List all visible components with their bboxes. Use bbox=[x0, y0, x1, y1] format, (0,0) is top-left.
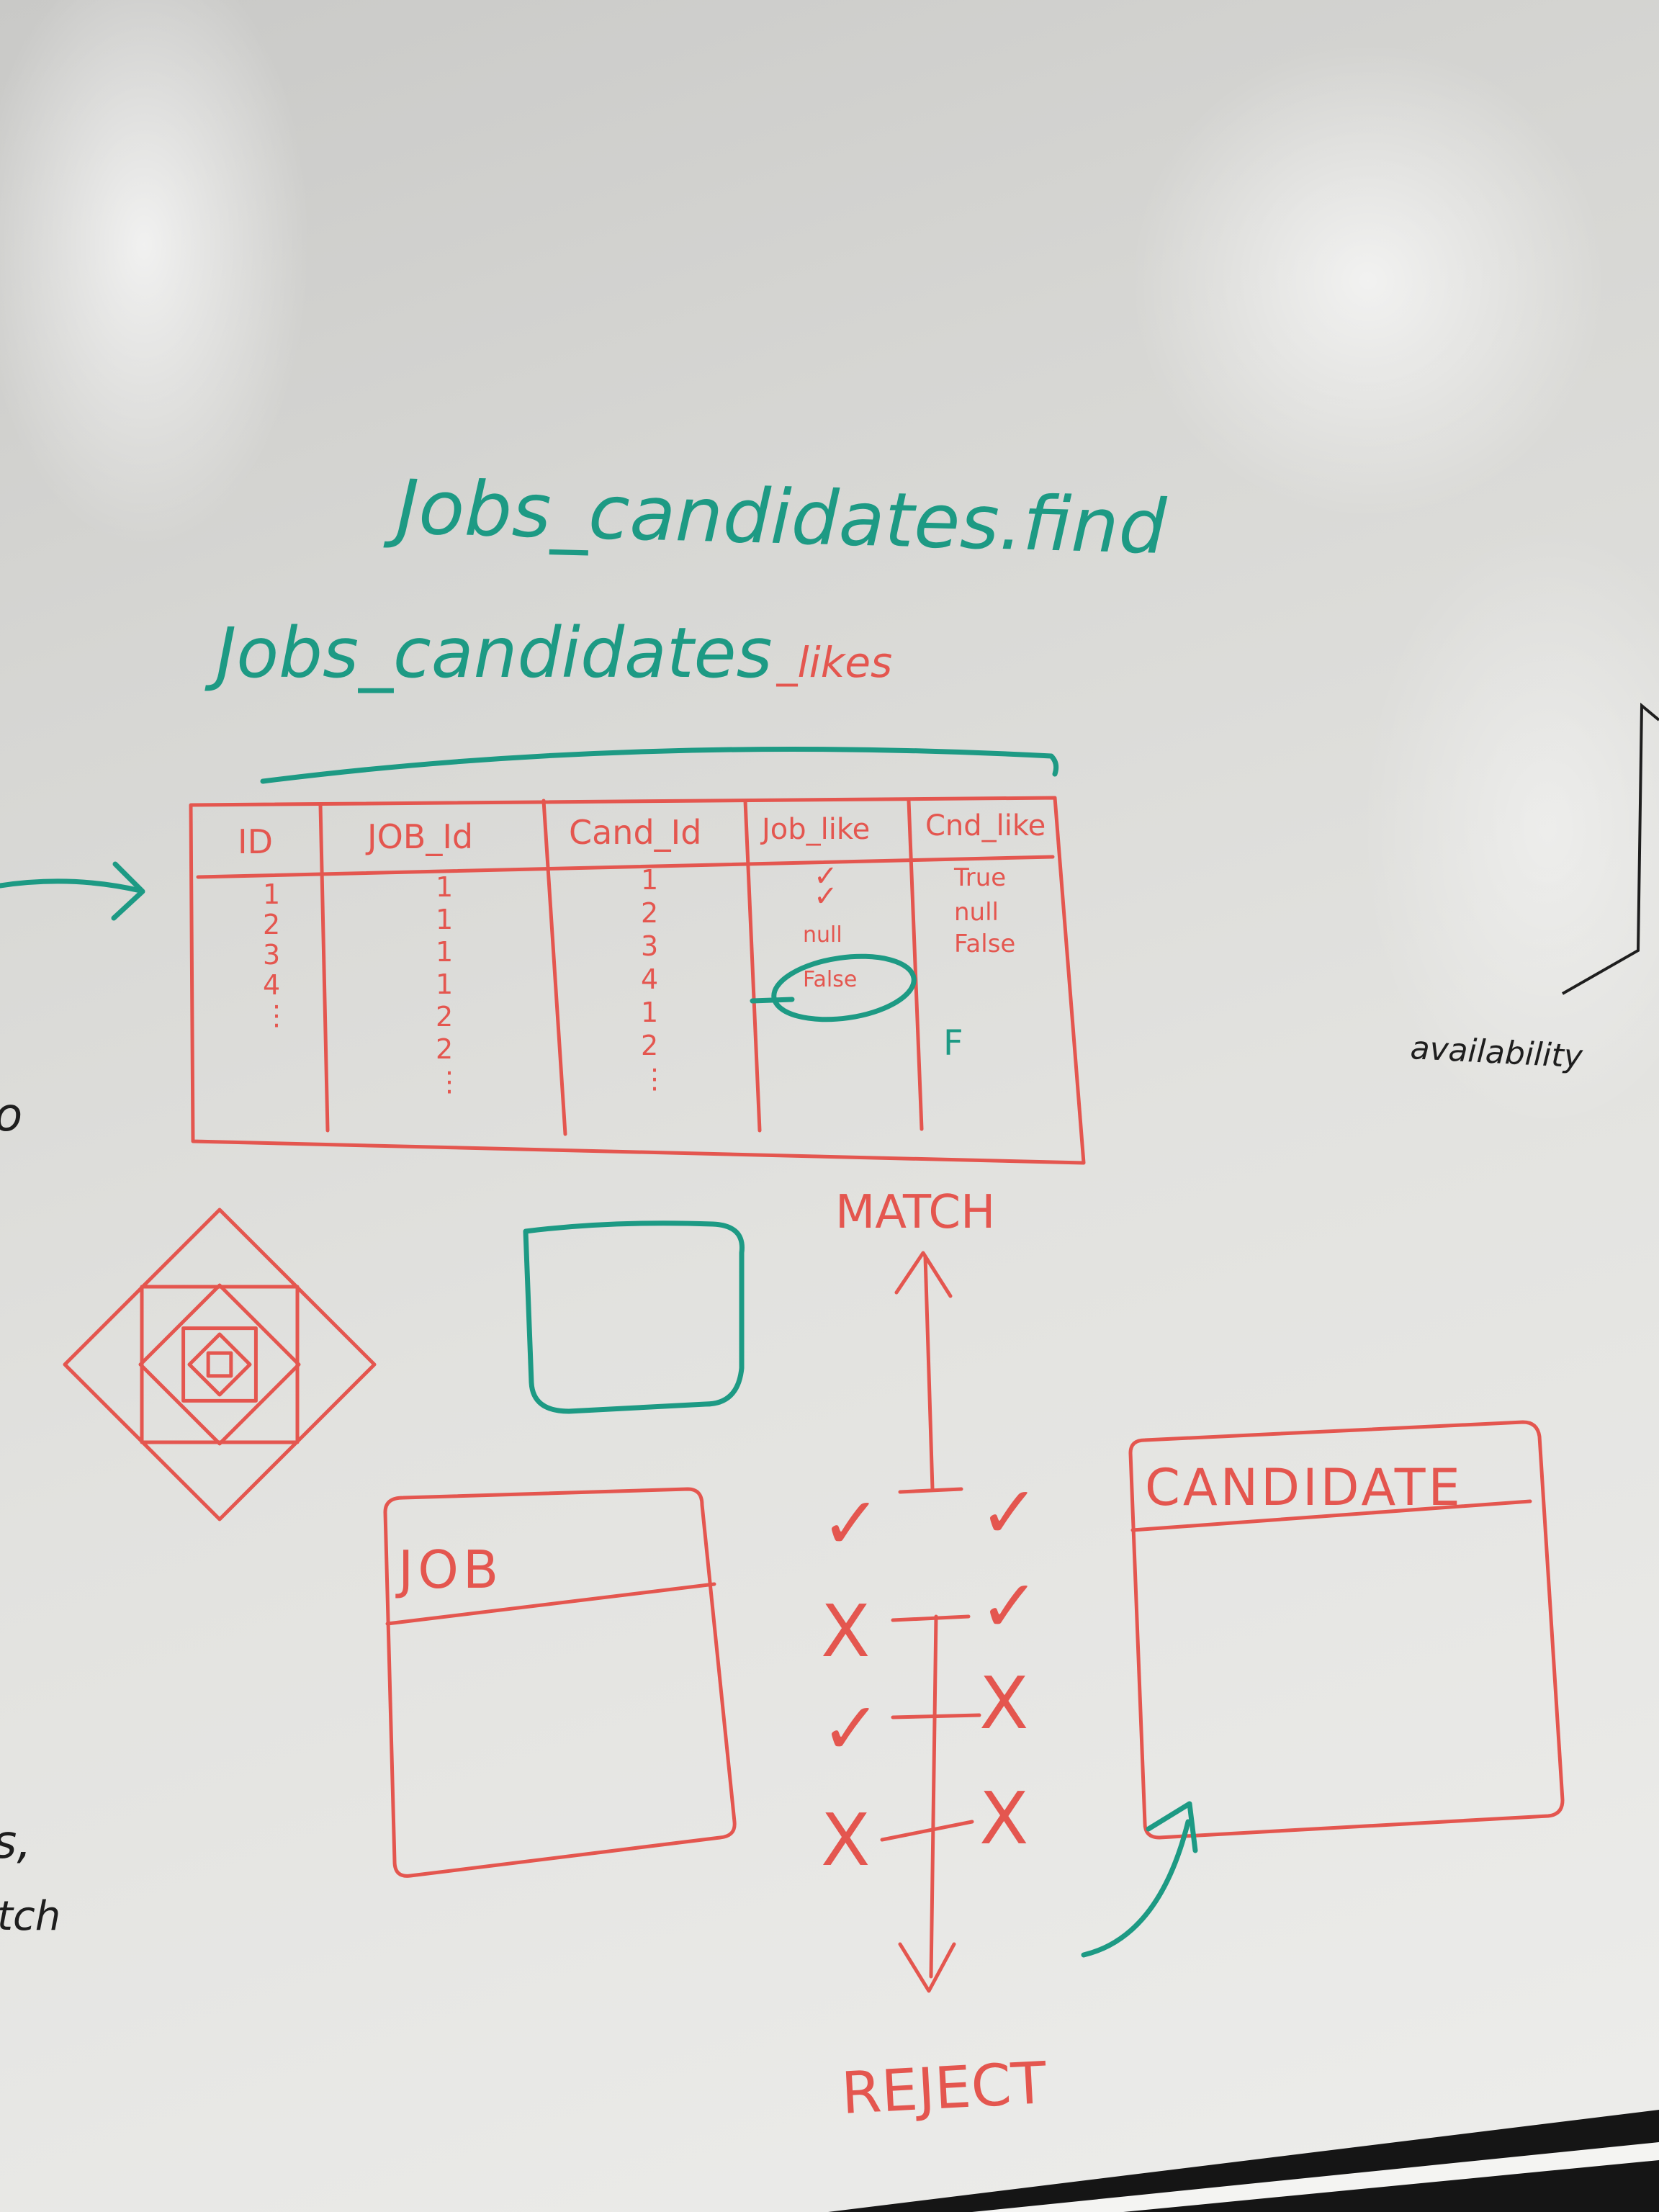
match-arrow-head bbox=[894, 1251, 953, 1298]
swipe-right-mark: ✓ bbox=[979, 1470, 1040, 1555]
cell-job-like: False bbox=[803, 967, 857, 992]
cell-id: 1 bbox=[263, 878, 280, 910]
glare-left bbox=[0, 0, 310, 547]
teal-arrow-to-candidate bbox=[1081, 1819, 1191, 1958]
heading-likes-suffix: _likes bbox=[776, 638, 893, 687]
cell-job-id: 1 bbox=[436, 871, 453, 903]
table-header: Cnd_like bbox=[925, 809, 1046, 842]
cell-cand-id: 3 bbox=[641, 930, 658, 962]
swipe-right-mark: X bbox=[979, 1776, 1029, 1861]
cell-job-id: 2 bbox=[436, 1033, 453, 1065]
glare-right-lower bbox=[1361, 526, 1659, 1130]
diamond-ring bbox=[181, 1326, 258, 1403]
availability-label: availability bbox=[1409, 1030, 1584, 1076]
arrow-into-table bbox=[0, 878, 143, 894]
pair-bar bbox=[891, 1713, 981, 1719]
cell-cand-id: 2 bbox=[641, 1030, 658, 1061]
heading-likes-main: Jobs_candidates bbox=[204, 613, 773, 693]
candidate-card: CANDIDATE bbox=[1128, 1420, 1565, 1840]
cell-cand-id: 1 bbox=[641, 997, 658, 1028]
table-divider bbox=[541, 799, 567, 1136]
cell-cnd-like: F bbox=[943, 1023, 963, 1064]
margin-fragment: s, bbox=[0, 1816, 32, 1869]
candidate-card-title: CANDIDATE bbox=[1145, 1458, 1463, 1517]
partial-axes bbox=[1562, 702, 1659, 995]
reject-arrow-head bbox=[898, 1942, 956, 1993]
table-divider bbox=[318, 803, 330, 1133]
likes-table: ID JOB_Id Cand_Id Job_like Cnd_like 1234… bbox=[189, 796, 1086, 1165]
board-frame-edge bbox=[972, 2142, 1659, 2212]
table-brace bbox=[260, 747, 1059, 784]
cell-job-id: 2 bbox=[436, 1001, 453, 1033]
cell-job-like: ✓ bbox=[814, 860, 838, 893]
swipe-flow: MATCH REJECT ✓X✓X✓✓XX bbox=[821, 1186, 1049, 2127]
diamond-ring bbox=[138, 1283, 301, 1446]
cell-job-id: 1 bbox=[436, 904, 453, 935]
match-bar bbox=[898, 1487, 963, 1494]
cell-cand-id: 2 bbox=[641, 897, 658, 929]
partial-axis-chart: availability bbox=[1409, 702, 1659, 1076]
swipe-marks: ✓X✓X✓✓XX bbox=[821, 1470, 1040, 1882]
swipe-right-mark: X bbox=[979, 1661, 1029, 1745]
rose-diamond-doodle bbox=[63, 1208, 377, 1521]
diamond-ring bbox=[140, 1285, 300, 1444]
match-label: MATCH bbox=[835, 1186, 995, 1239]
table-header: Cand_Id bbox=[569, 813, 701, 852]
swipe-left-mark: X bbox=[821, 1589, 871, 1673]
table-header: Job_like bbox=[760, 813, 870, 846]
glare-right bbox=[1130, 43, 1606, 518]
job-card: JOB bbox=[383, 1487, 737, 1878]
swipe-right-mark: ✓ bbox=[979, 1564, 1040, 1648]
cell-job-id: ⋮ bbox=[436, 1066, 463, 1097]
table-header-row: ID JOB_Id Cand_Id Job_like Cnd_like bbox=[238, 809, 1046, 861]
cell-job-id: 1 bbox=[436, 936, 453, 968]
board-frame bbox=[828, 2110, 1659, 2212]
cell-cnd-like: null bbox=[954, 898, 999, 927]
heading-likes: Jobs_candidates_likes bbox=[204, 613, 892, 693]
diamond-ring bbox=[206, 1351, 233, 1378]
table-body: 1234⋮111122⋮123412⋮✓✓nullFalseTruenullFa… bbox=[263, 860, 1015, 1097]
reject-arrow-shaft bbox=[929, 1614, 938, 1979]
cell-cand-id: 4 bbox=[641, 963, 658, 995]
teal-empty-box bbox=[523, 1220, 745, 1414]
table-divider bbox=[907, 799, 924, 1131]
swipe-left-mark: ✓ bbox=[821, 1481, 881, 1565]
cell-id: ⋮ bbox=[263, 999, 290, 1031]
candidate-card-border bbox=[1128, 1420, 1565, 1840]
swipe-left-mark: ✓ bbox=[821, 1686, 881, 1771]
job-card-border bbox=[383, 1487, 737, 1878]
cell-job-like: ✓ bbox=[814, 880, 838, 913]
arrow-head-into-table bbox=[111, 861, 145, 921]
job-card-title: JOB bbox=[395, 1539, 503, 1600]
margin-fragment: o bbox=[0, 1089, 22, 1142]
heading-find: Jobs_candidates.find bbox=[382, 463, 1168, 571]
cell-id: 3 bbox=[263, 939, 280, 971]
cell-cand-id: ⋮ bbox=[641, 1063, 668, 1094]
cell-cnd-like: False bbox=[954, 930, 1015, 958]
false-strike bbox=[750, 997, 795, 1004]
cell-job-like: null bbox=[803, 922, 842, 948]
swipe-left-mark: X bbox=[821, 1798, 871, 1882]
table-header-rule bbox=[196, 855, 1055, 879]
cell-cnd-like: True bbox=[953, 863, 1006, 892]
reject-label: REJECT bbox=[840, 2049, 1049, 2127]
margin-fragment: tch bbox=[0, 1893, 60, 1940]
pair-bar bbox=[891, 1614, 971, 1622]
match-arrow-shaft bbox=[923, 1254, 935, 1491]
table-border bbox=[189, 796, 1086, 1165]
cell-id: 4 bbox=[263, 969, 280, 1001]
table-header: ID bbox=[238, 822, 273, 861]
teal-arrow-head bbox=[1146, 1801, 1198, 1853]
cell-cand-id: 1 bbox=[641, 864, 658, 896]
cell-job-id: 1 bbox=[436, 968, 453, 1000]
candidate-card-header-rule bbox=[1130, 1499, 1532, 1532]
table-divider bbox=[743, 799, 762, 1133]
job-card-header-rule bbox=[385, 1582, 716, 1626]
pair-bar bbox=[880, 1820, 974, 1842]
table-header: JOB_Id bbox=[365, 817, 473, 856]
diamond-ring bbox=[187, 1332, 252, 1397]
diamond-ring bbox=[63, 1208, 377, 1521]
cell-id: 2 bbox=[263, 909, 280, 940]
